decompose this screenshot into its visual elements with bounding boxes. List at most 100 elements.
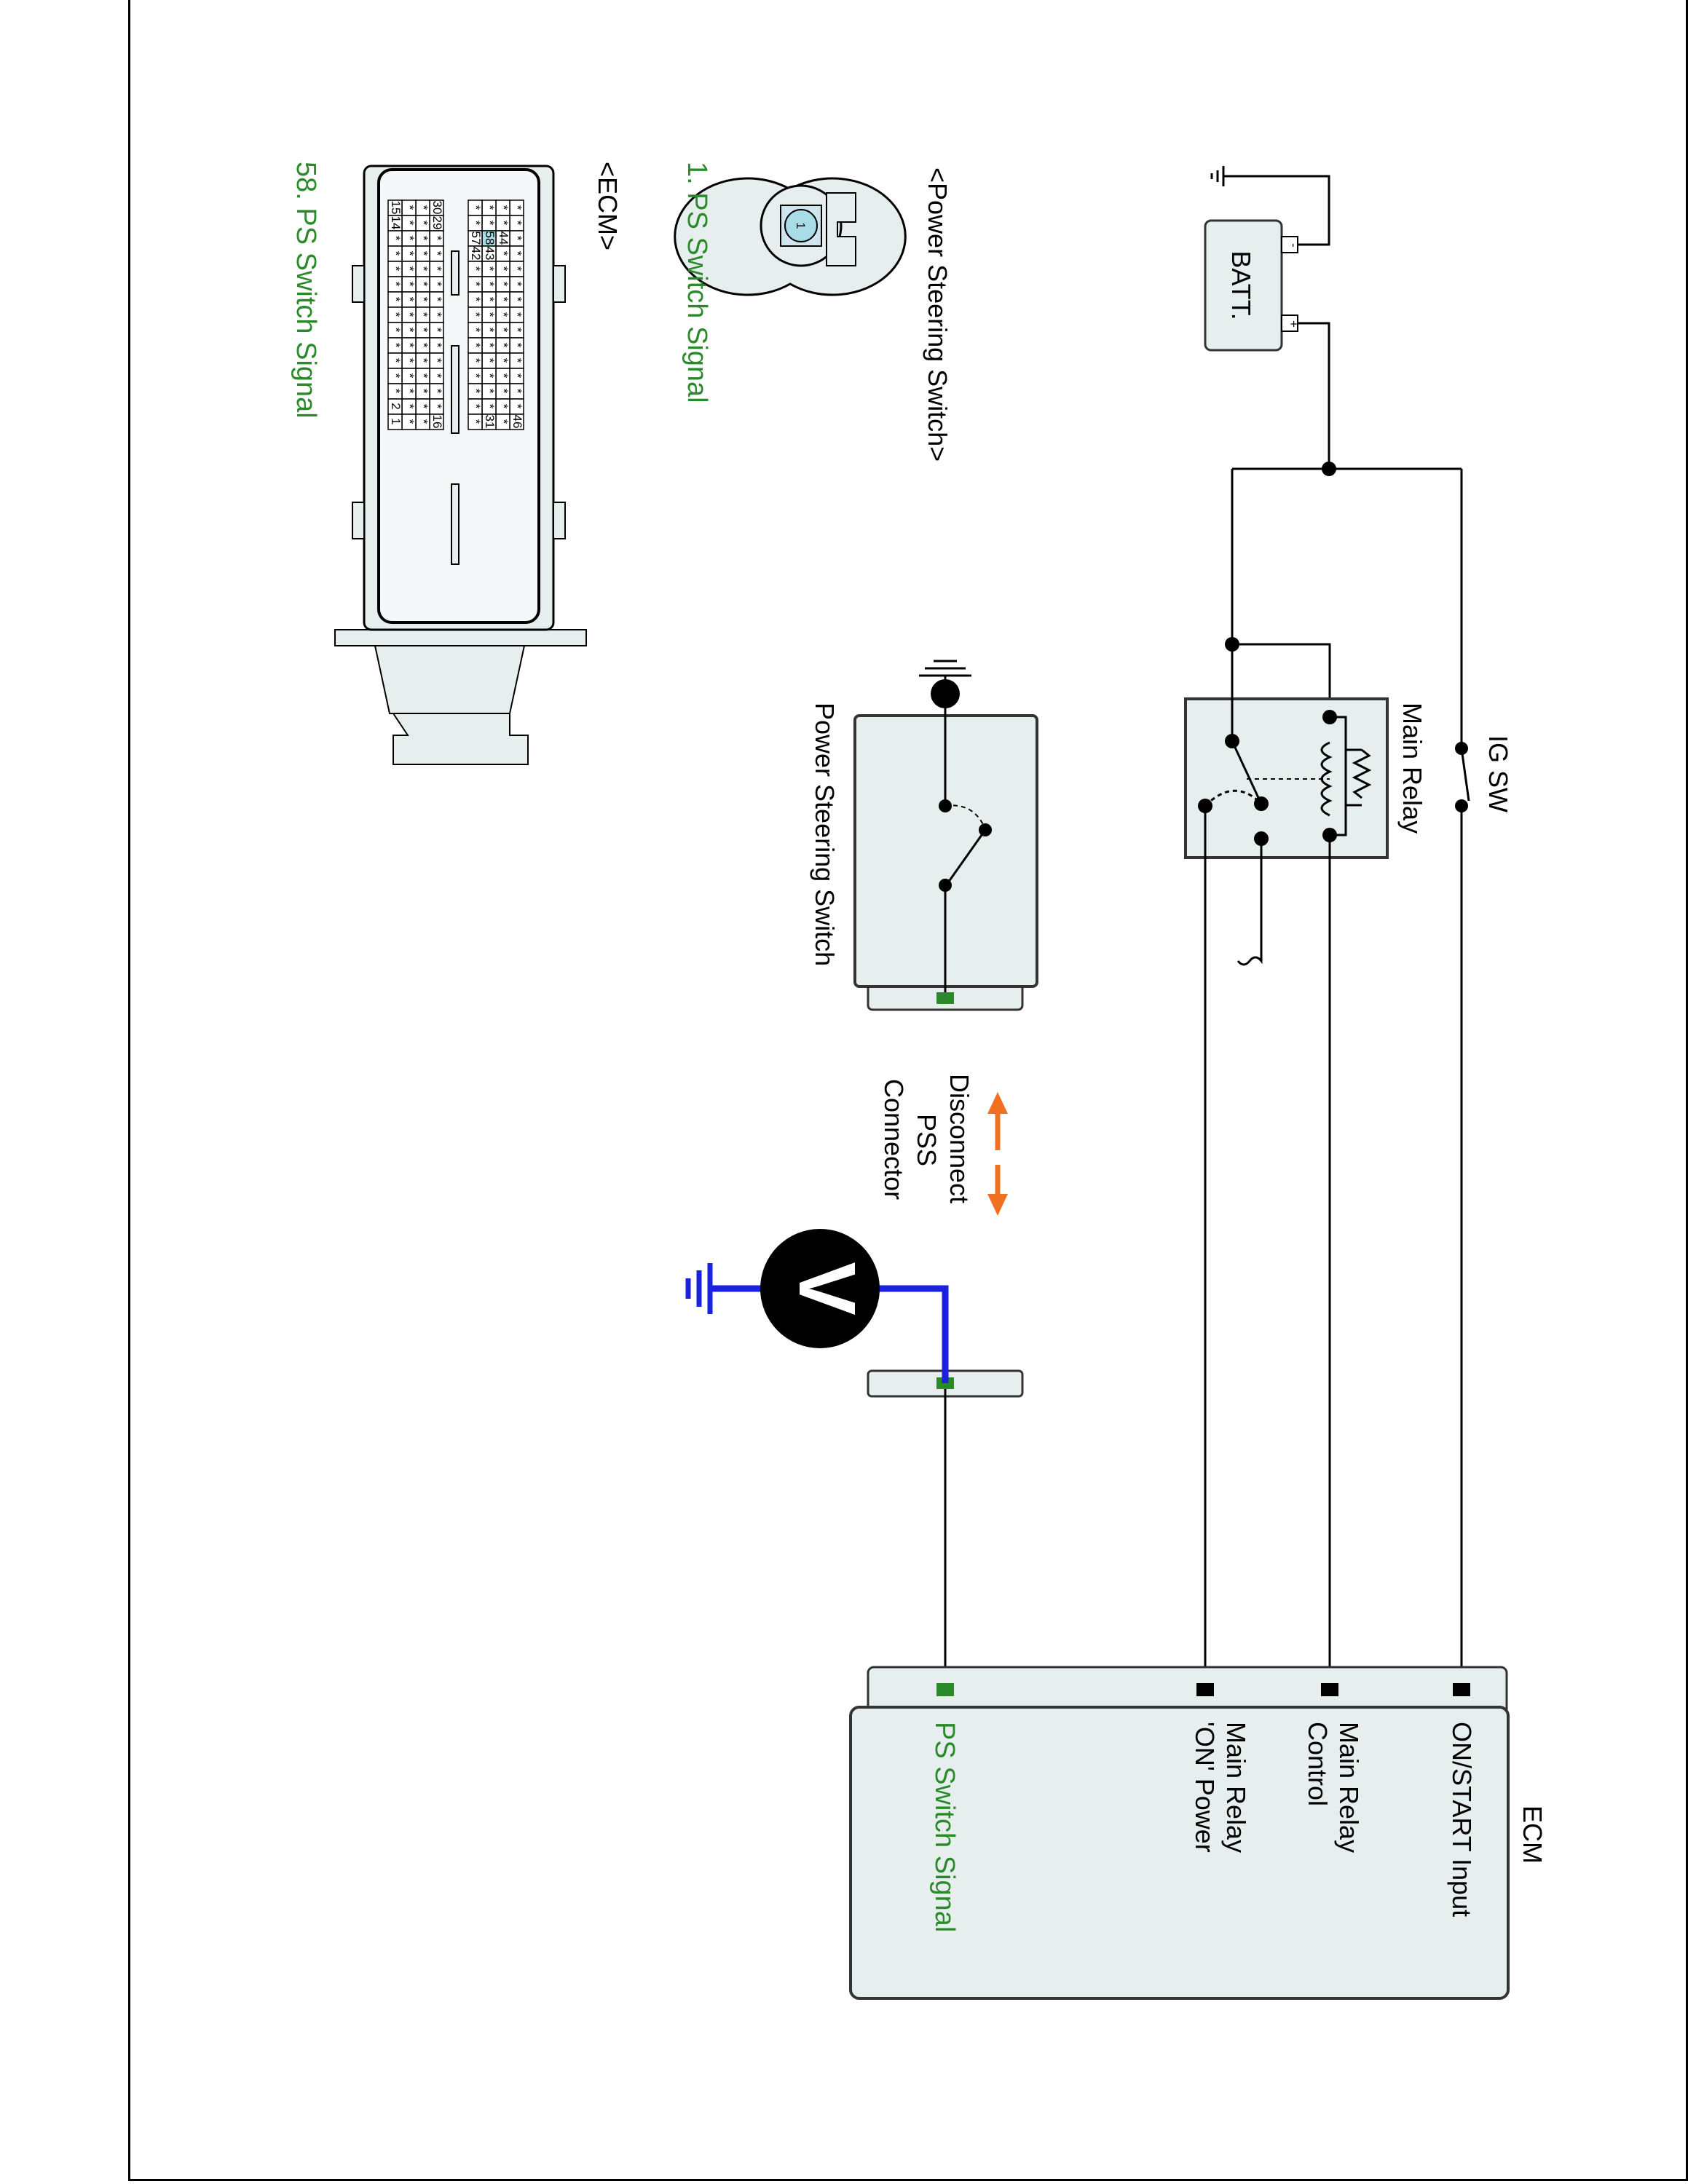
ecm-pin-cell-label: * <box>469 282 483 287</box>
ecm-pin-cell-label: * <box>483 373 497 379</box>
ecm-pin-cell-label: 29 <box>430 216 444 230</box>
ecm-pin-cell-label: * <box>469 373 483 379</box>
ecm-pin-cell-label: * <box>483 389 497 394</box>
ig-switch-label: IG SW <box>1483 735 1513 812</box>
ecm-pin-cell-label: * <box>483 266 497 272</box>
ecm-pin-cell-label: 14 <box>389 216 403 230</box>
battery-neg-label: - <box>1287 243 1301 248</box>
ecm-pin-cell-label: * <box>483 205 497 210</box>
disconnect-line3: Connector <box>879 1079 909 1200</box>
pss-ground-icon <box>919 660 971 684</box>
ecm-pin-cell-label: * <box>403 419 417 424</box>
ecm-pin-cell-label: * <box>510 373 524 379</box>
ecm-pin-cell-label: * <box>510 236 524 241</box>
ecm-pin-label-relay-power-2: 'ON' Power <box>1190 1722 1220 1853</box>
ecm-pin-cell-label: * <box>510 251 524 256</box>
ecm-pin-cell-label: * <box>389 389 403 394</box>
ecm-pin-label-on-start: ON/START Input <box>1447 1722 1477 1917</box>
ecm-pin-cell-label: * <box>510 389 524 394</box>
pss-pin-label: 1. PS Switch Signal <box>682 162 712 403</box>
ecm-title: ECM <box>1518 1805 1547 1864</box>
ecm-pin-cell-label: * <box>469 343 483 348</box>
ecm-pin-cell-label: * <box>417 343 430 348</box>
disconnect-line2: PSS <box>912 1114 942 1166</box>
ecm-pin-cell <box>468 414 483 430</box>
ecm-pin-cell-label: * <box>389 328 403 333</box>
ecm-pin-cell-label: * <box>497 343 510 348</box>
battery-ground-wire <box>1223 175 1330 246</box>
ecm-pin-cell-label: * <box>497 282 510 287</box>
ecm-pin-cell-label: * <box>417 266 430 272</box>
ecm-pin-cell-label: * <box>389 251 403 256</box>
ecm-pin-cell-label: * <box>430 251 444 256</box>
ecm-pin-cell-label: 30 <box>430 201 444 215</box>
ecm-pin-cell-label: * <box>403 221 417 226</box>
ecm-pin-cell-label: * <box>510 312 524 317</box>
ecm-pin-cell-label: 44 <box>497 232 510 245</box>
ecm-pin-cell-label: * <box>417 236 430 241</box>
ecm-pin-cell-label: 1 <box>389 418 403 424</box>
ecm-pin-cell-label: * <box>510 221 524 226</box>
pss-pin-number: 1 <box>794 222 808 229</box>
ecm-pin-label-relay-control-2: Control <box>1303 1722 1333 1806</box>
main-relay-label: Main Relay <box>1397 703 1427 834</box>
ecm-pin-cell-label: * <box>389 236 403 241</box>
ecm-pin-cell-label: * <box>417 251 430 256</box>
ecm-pin-cell-label: * <box>403 251 417 256</box>
ecm-pin-cell-label: * <box>430 312 444 317</box>
disconnect-line1: Disconnect <box>944 1074 974 1203</box>
ecm-pin-cell-label: * <box>403 358 417 363</box>
ecm-pin-label-relay-control-1: Main Relay <box>1334 1722 1364 1853</box>
pss-connector-title: <Power Steering Switch> <box>923 167 953 462</box>
voltmeter-symbol: V <box>782 1262 872 1315</box>
ecm-pin-cell-label: * <box>430 389 444 394</box>
ecm-pin-cell-label: * <box>483 312 497 317</box>
disconnect-arrow-icon <box>987 1092 1008 1216</box>
ecm-pin-cell-label: * <box>430 358 444 363</box>
ecm-connector-pin-label: 58. PS Switch Signal <box>291 162 321 419</box>
battery-label: BATT. <box>1226 250 1256 320</box>
ecm-pin-cell-label: * <box>389 282 403 287</box>
ecm-pin-cell-label: * <box>403 373 417 379</box>
ecm-pin-cell-label: * <box>430 328 444 333</box>
ecm-pin-cell-label: * <box>403 404 417 409</box>
ecm-pin-cell-label: * <box>389 297 403 302</box>
ecm-pin-cell-label: * <box>430 373 444 379</box>
ig-switch <box>1455 742 1470 812</box>
ecm-pin-cell-label: * <box>497 373 510 379</box>
ecm-pin-cell-label: * <box>389 266 403 272</box>
ecm-pin-cell-label: 31 <box>483 415 497 429</box>
ecm-pin-cell-label: * <box>389 343 403 348</box>
ecm-pin-cell-label: * <box>469 205 483 210</box>
ecm-pin-cell-label: 16 <box>430 415 444 429</box>
ecm-pin-cell-label: * <box>469 328 483 333</box>
ecm-pin-cell-label: * <box>469 312 483 317</box>
battery-pos-wire <box>1298 322 1330 469</box>
ecm-pin-cell-label: 57 <box>469 232 483 245</box>
battery: BATT. - + <box>1204 219 1301 352</box>
ecm-pin-cell-label: * <box>497 297 510 302</box>
ecm-pin-cell-label: * <box>483 221 497 226</box>
voltmeter-icon: V <box>760 1229 880 1348</box>
ecm-pin-cell-label: * <box>510 266 524 272</box>
meter-ground-icon <box>685 1263 713 1314</box>
ecm-pin-cell-label: * <box>483 404 497 409</box>
ecm-pin-cell-label: * <box>497 419 510 424</box>
ecm-pin-cell-label: * <box>403 343 417 348</box>
ecm-pin-cell-label: * <box>510 205 524 210</box>
ecm-pin-cell-label: 43 <box>483 247 497 261</box>
ecm-connector-title: <ECM> <box>593 162 623 250</box>
ecm-pin-cell-label: * <box>483 343 497 348</box>
ecm-pin-cell-label: * <box>497 358 510 363</box>
ecm-pin-cell-label: * <box>403 205 417 210</box>
ecm-pin-cell-label: * <box>510 358 524 363</box>
meter-pos-lead <box>874 1285 949 1383</box>
ecm-pin-cell-label: * <box>497 312 510 317</box>
ecm-pin-cell-label: * <box>403 389 417 394</box>
ecm-pin-cell-label: * <box>389 373 403 379</box>
ecm-pin-cell-label: * <box>417 312 430 317</box>
ecm-pin-cell-label: * <box>403 328 417 333</box>
main-relay <box>1184 697 1389 859</box>
ecm-pin-cell <box>387 414 403 430</box>
